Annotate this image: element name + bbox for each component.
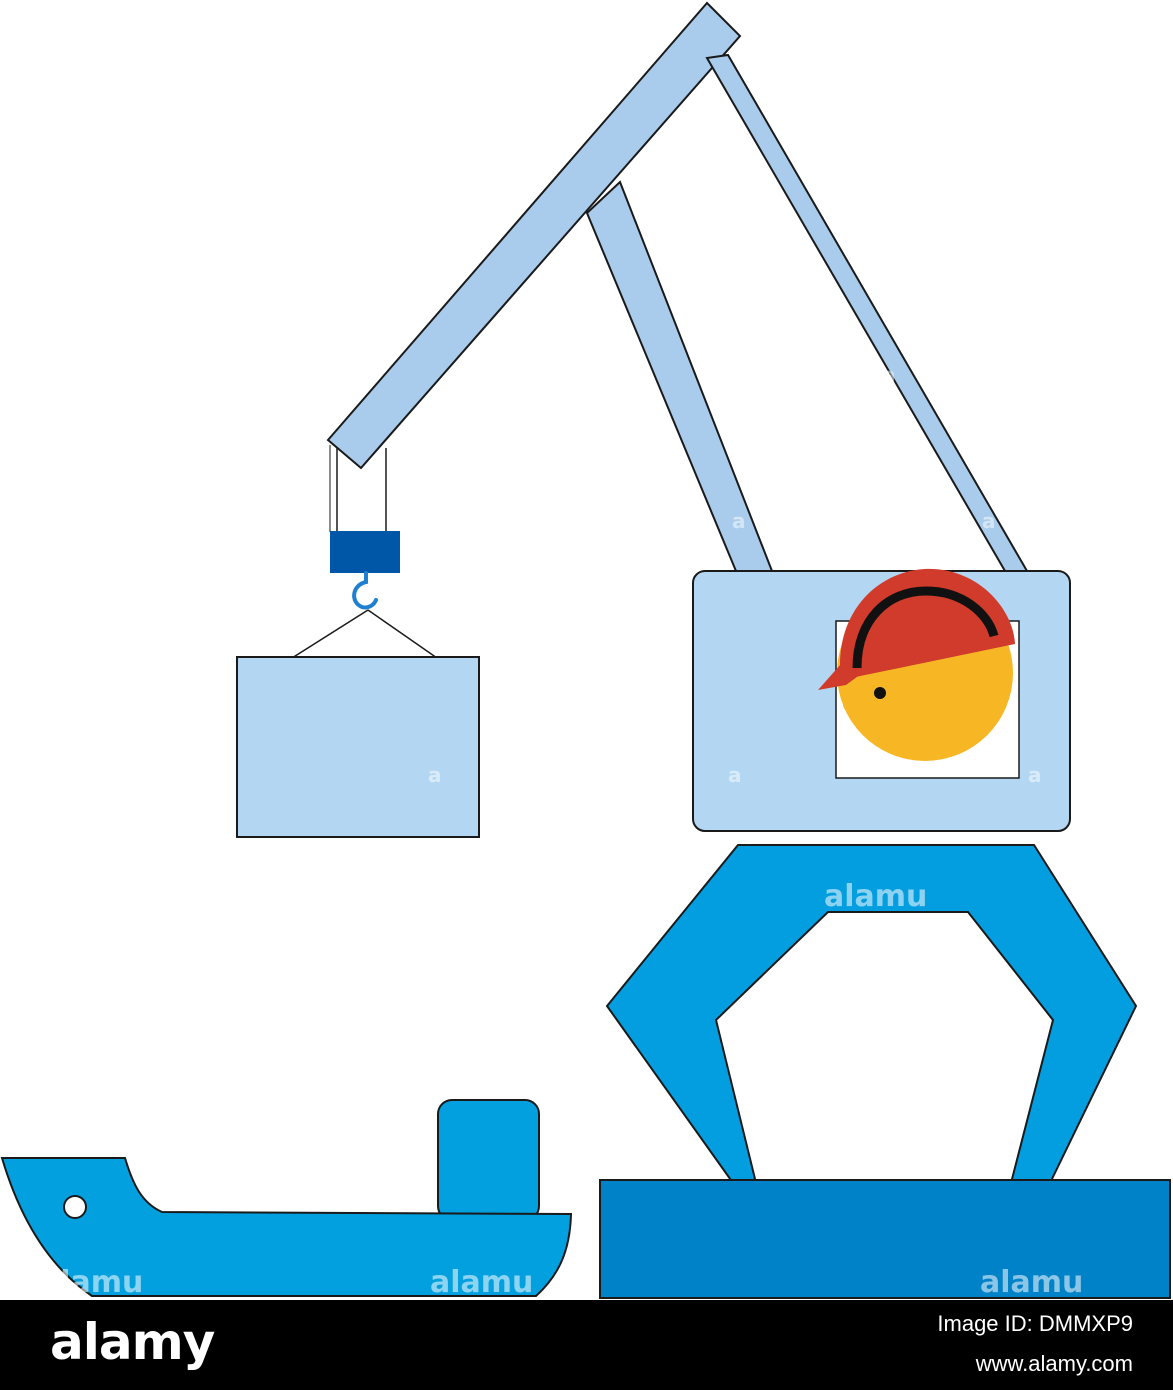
sling-rope-right: [367, 609, 438, 659]
crane-base: [599, 1179, 1171, 1299]
watermark-legs: alamu: [824, 879, 927, 914]
ship-hull: [0, 1157, 573, 1297]
ship-porthole: [63, 1195, 87, 1219]
operator-ear: [843, 695, 861, 713]
helmet-visor: [818, 660, 880, 690]
operator-helmet: [839, 568, 1015, 680]
image-id-label: Image ID: DMMXP9: [937, 1311, 1133, 1336]
operator-eye: [874, 687, 886, 699]
watermark-cab-left: a: [728, 763, 742, 787]
site-url[interactable]: www.alamy.com: [975, 1351, 1133, 1376]
watermark-tie: a: [982, 509, 996, 533]
ship-cabin: [437, 1099, 540, 1221]
watermark-ship-right: alamu: [430, 1265, 533, 1300]
sling-rope-left: [291, 609, 369, 659]
stock-footer-bar: alamy Image ID: DMMXP9 www.alamy.com: [0, 1300, 1173, 1390]
crane-tie-bar: [705, 53, 1029, 572]
crane-boom: [326, 1, 742, 470]
watermark-top: a: [882, 363, 896, 387]
helmet-band: [852, 586, 999, 669]
cargo-box: [236, 656, 480, 838]
crane-hook: [352, 571, 378, 610]
watermark-cab-right: a: [1028, 763, 1042, 787]
watermark-strut: a: [732, 509, 746, 533]
watermark-base: alamu: [980, 1265, 1083, 1300]
watermark-ship: alamu: [40, 1265, 143, 1300]
harbor-crane-illustration: alamu alamu alamu alamu a a a a a a: [0, 1, 1171, 1300]
alamy-logo[interactable]: alamy: [50, 1313, 215, 1371]
hook-block: [330, 531, 400, 573]
watermark-cargo: a: [428, 763, 442, 787]
